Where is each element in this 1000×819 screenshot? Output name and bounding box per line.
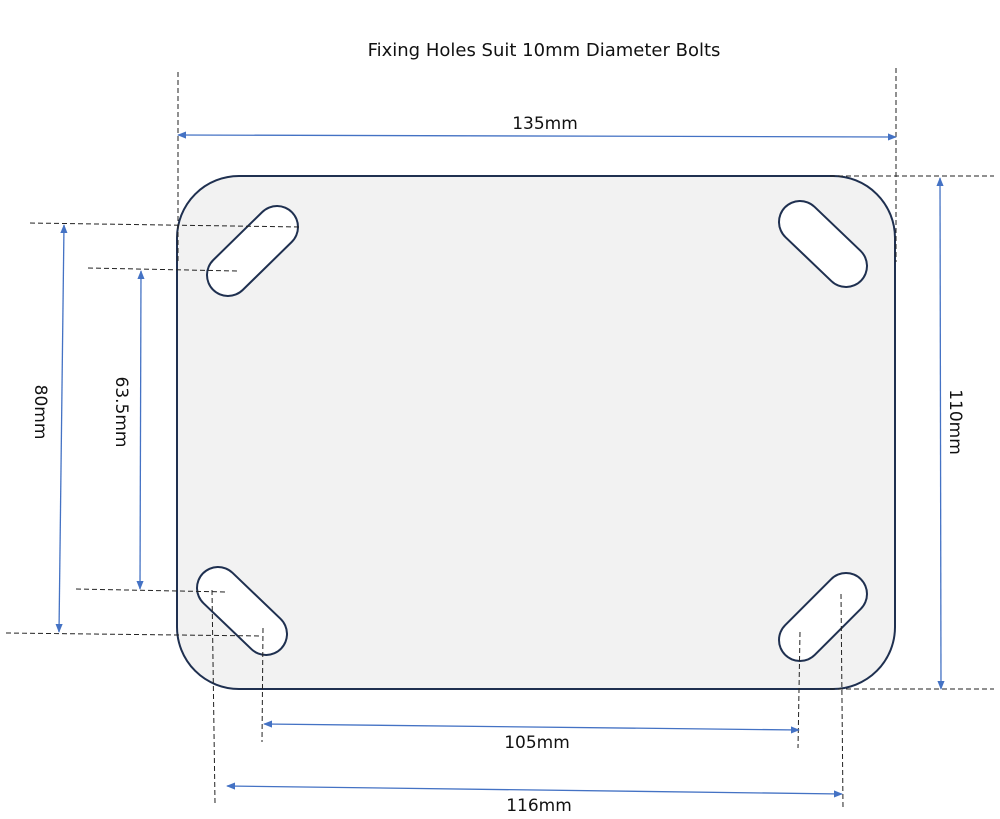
dim-arrow-outer-vertical (55, 224, 68, 633)
dim-arrow-overall-width (177, 131, 897, 141)
slot-bottom-right (778, 572, 868, 662)
label-overall-height: 110mm (945, 389, 965, 455)
dim-arrow-inner-horizontal (263, 720, 800, 734)
dim-arrow-outer-horizontal (226, 782, 843, 798)
diagram-title: Fixing Holes Suit 10mm Diameter Bolts (368, 40, 721, 61)
label-inner-vertical: 63.5mm (111, 377, 131, 448)
dim-arrow-overall-height (936, 177, 945, 690)
label-outer-horizontal: 116mm (506, 796, 572, 816)
base-plate (176, 175, 896, 690)
label-inner-horizontal: 105mm (504, 733, 570, 753)
slot-bottom-left (196, 566, 288, 656)
extension-lines (5, 68, 994, 809)
label-outer-vertical: 80mm (30, 385, 50, 440)
label-overall-width: 135mm (512, 114, 578, 134)
slot-top-right (778, 200, 868, 288)
dim-arrow-inner-vertical (136, 270, 145, 590)
slot-top-left (206, 205, 299, 297)
